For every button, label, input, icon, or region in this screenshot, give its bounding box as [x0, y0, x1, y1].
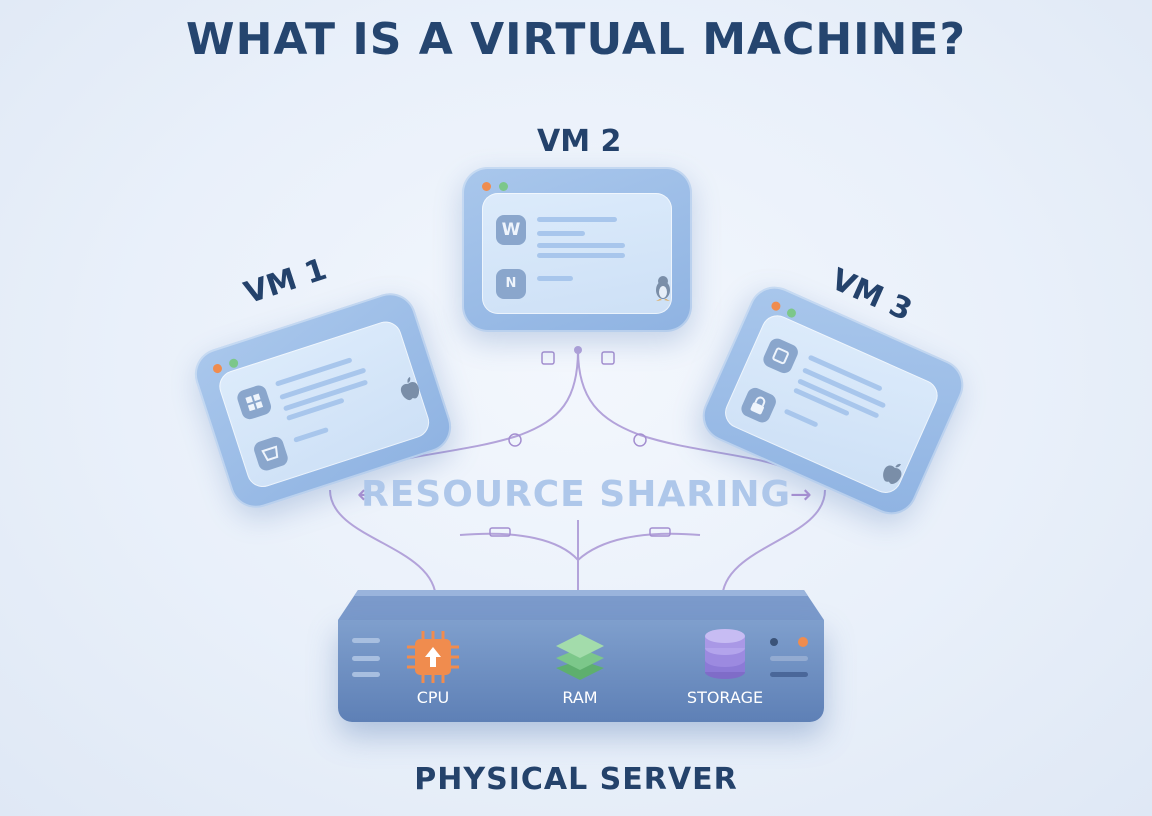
ram-label: RAM	[562, 688, 598, 707]
left-arrow-icon: ←	[357, 480, 379, 510]
word-icon[interactable]: W	[496, 215, 526, 245]
connector-left-down	[329, 489, 437, 601]
page-title: WHAT IS A VIRTUAL MACHINE?	[186, 14, 966, 65]
resource-sharing-label: RESOURCE SHARING	[360, 474, 792, 515]
connector-mid-left	[459, 532, 579, 561]
n-app-icon[interactable]: N	[496, 269, 526, 299]
lock-icon[interactable]	[738, 385, 779, 425]
small-chip-icons	[489, 351, 671, 537]
chip-app-icon[interactable]	[760, 336, 801, 376]
connector-vm2-right	[577, 349, 791, 471]
windows-icon[interactable]	[235, 383, 274, 422]
connector-right-down	[721, 489, 826, 601]
ram-icon	[556, 634, 604, 680]
server-title: PHYSICAL SERVER	[414, 762, 738, 797]
connector-mid-right	[577, 532, 701, 561]
store-icon[interactable]	[251, 434, 290, 473]
apple-icon	[883, 463, 902, 485]
vm-2-label: VM 2	[537, 124, 622, 159]
storage-label: STORAGE	[686, 688, 764, 707]
vm-2-window[interactable]: W N	[462, 167, 692, 332]
server-top	[338, 590, 824, 620]
cpu-icon	[407, 631, 459, 683]
apple-icon	[400, 376, 420, 401]
storage-icon	[705, 629, 745, 679]
cpu-label: CPU	[416, 688, 450, 707]
linux-penguin-icon	[656, 276, 670, 301]
vm-3-window[interactable]	[694, 278, 972, 523]
vm-1-window[interactable]	[188, 286, 458, 515]
right-arrow-icon: →	[790, 480, 812, 510]
